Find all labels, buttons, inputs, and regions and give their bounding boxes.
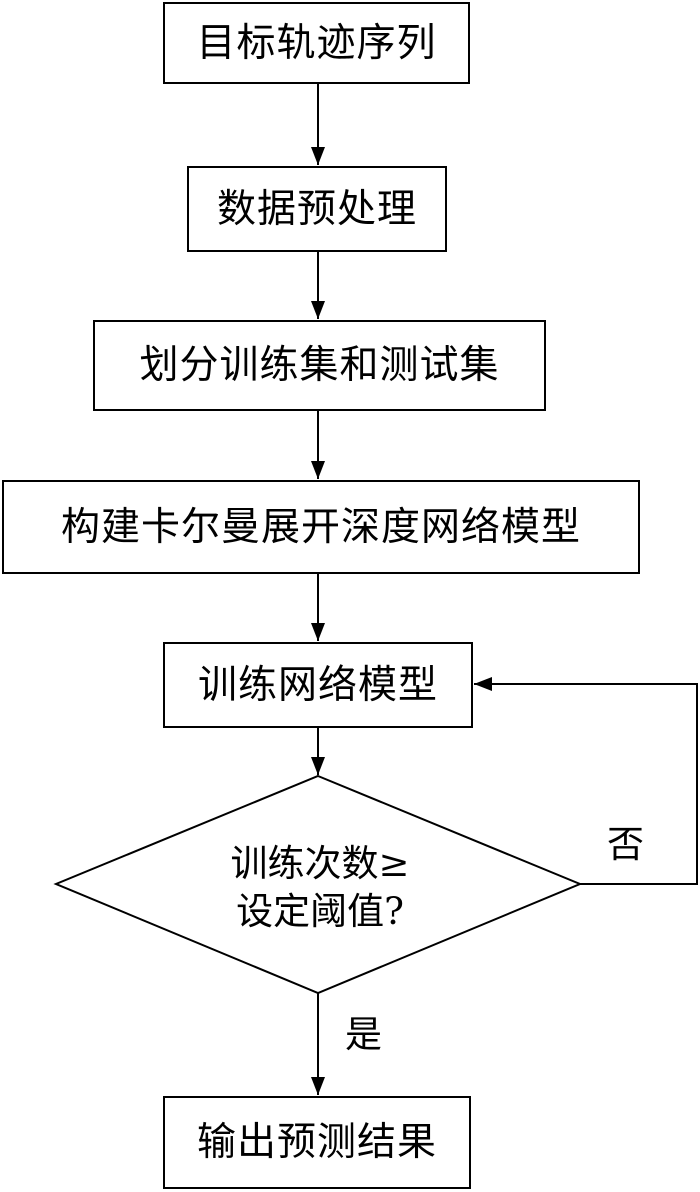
decision-line-2: 设定阈值? [236,890,404,933]
step-label: 划分训练集和测试集 [139,343,500,388]
step-label: 输出预测结果 [196,1120,437,1165]
step-output-results: 输出预测结果 [163,1096,471,1189]
step-split-dataset: 划分训练集和测试集 [93,320,546,411]
step-label: 构建卡尔曼展开深度网络模型 [60,504,581,550]
step-label: 目标轨迹序列 [196,20,437,66]
step-label: 数据预处理 [216,186,417,232]
feedback-loop-arrow [474,677,698,885]
branch-label-yes: 是 [345,1013,382,1056]
decision-diamond [53,774,583,995]
step-preprocessing: 数据预处理 [187,166,447,252]
step-train-model: 训练网络模型 [163,642,473,728]
decision-label: 训练次数≥ 设定阈值? [160,840,480,936]
decision-line-1: 训练次数≥ [230,842,410,885]
branch-label-no: 否 [607,823,644,866]
step-build-model: 构建卡尔曼展开深度网络模型 [2,480,640,574]
step-target-trajectory: 目标轨迹序列 [163,2,470,84]
step-label: 训练网络模型 [197,662,438,708]
